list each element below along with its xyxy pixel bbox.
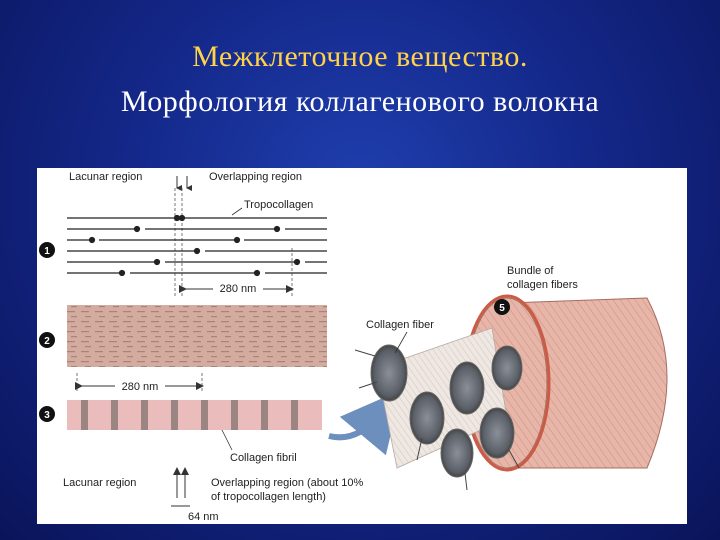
step-3-badge: 3 xyxy=(39,406,55,422)
lacunar-region-label-top: Lacunar region xyxy=(69,171,142,183)
collagen-fiber-bundle xyxy=(354,294,668,491)
lacunar-region-label-bottom: Lacunar region xyxy=(63,477,136,489)
step-5-badge: 5 xyxy=(494,299,510,315)
collagen-fibril-band xyxy=(67,400,322,430)
fibril-dark-bands xyxy=(81,400,298,430)
collagen-fiber-pointer xyxy=(394,331,408,354)
length-64-label: 64 nm xyxy=(188,511,219,523)
overlapping-region-label-bottom-2: of tropocollagen length) xyxy=(211,491,326,503)
collagen-fibril-pointer xyxy=(221,429,233,451)
overlapping-region-label-bottom-1: Overlapping region (about 10% xyxy=(211,477,363,489)
tropocollagen-molecules xyxy=(67,214,327,277)
slide-title-line1: Межклеточное вещество. xyxy=(192,40,528,73)
slide-title-line2: Морфология коллагенового волокна xyxy=(120,85,600,118)
collagen-fiber-label: Collagen fiber xyxy=(366,319,434,331)
svg-text:1: 1 xyxy=(44,246,50,257)
collagen-fibril-label: Collagen fibril xyxy=(230,452,297,464)
collagen-fiber-diagram: Lacunar region Overlapping region Tropoc… xyxy=(37,168,687,524)
tropocollagen-pointer xyxy=(231,207,243,216)
svg-text:3: 3 xyxy=(44,410,50,421)
curved-arrow-to-bundle xyxy=(328,389,402,456)
step-2-badge: 2 xyxy=(39,332,55,348)
tropocollagen-label: Tropocollagen xyxy=(244,199,313,211)
svg-text:2: 2 xyxy=(44,336,50,347)
overlapping-region-label-top: Overlapping region xyxy=(209,171,302,183)
svg-text:5: 5 xyxy=(499,303,505,314)
packed-tropocollagen-band xyxy=(67,305,327,367)
length-280-label-bottom: 280 nm xyxy=(122,381,159,393)
bundle-label-line2: collagen fibers xyxy=(507,279,578,291)
bundle-label-line1: Bundle of xyxy=(507,265,554,277)
step-1-badge: 1 xyxy=(39,242,55,258)
length-280-label-top: 280 nm xyxy=(220,283,257,295)
